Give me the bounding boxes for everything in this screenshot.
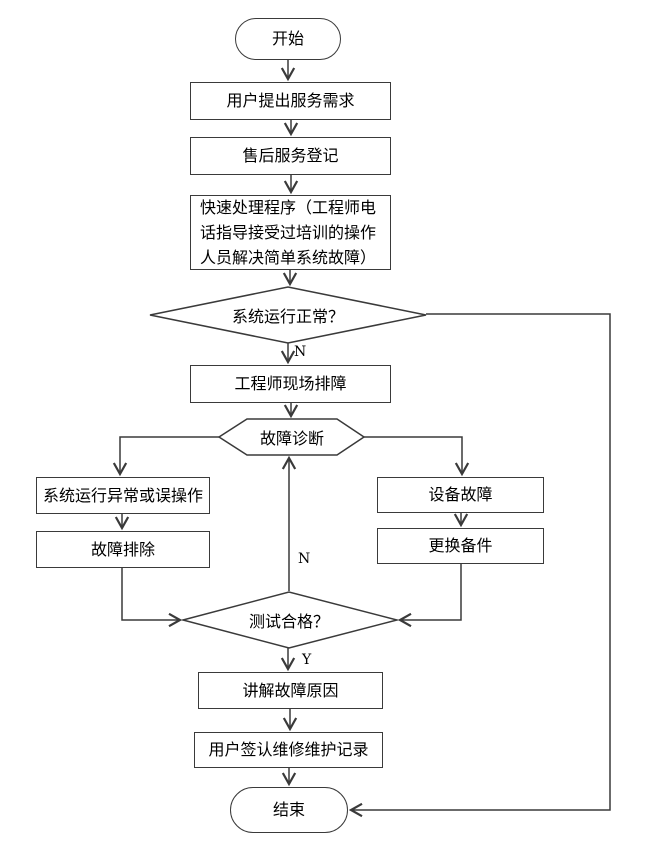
node-system-abnormal: 系统运行异常或误操作 <box>36 477 210 514</box>
decision-test-ok-shape <box>180 591 400 649</box>
edge-systemok-yes-to-end <box>348 313 611 818</box>
node-onsite-troubleshoot: 工程师现场排障 <box>190 365 391 403</box>
edge-label-test-ok-yes: Y <box>302 652 312 668</box>
node-decision-test-ok-label: 测试合格？ <box>248 612 329 631</box>
node-user-request: 用户提出服务需求 <box>190 82 391 120</box>
node-end: 结束 <box>230 787 348 833</box>
node-fault-eliminate: 故障排除 <box>36 531 210 568</box>
preparation-diagnose-shape <box>217 418 366 456</box>
edge-diagnose-to-abnormal <box>112 436 219 477</box>
edge-diagnose-to-equipfault <box>364 436 470 477</box>
node-replace-parts: 更换备件 <box>377 528 544 564</box>
node-equipment-fault: 设备故障 <box>377 477 544 513</box>
node-service-register: 售后服务登记 <box>190 137 391 175</box>
edge-replace-to-testok <box>397 564 462 628</box>
node-decision-system-ok-label: 系统运行正常？ <box>231 307 344 326</box>
node-user-sign-record: 用户签认维修维护记录 <box>194 732 383 768</box>
node-quick-procedure: 快速处理程序（工程师电话指导接受过培训的操作人员解决简单系统故障） <box>190 195 391 270</box>
edge-label-system-ok-no: N <box>294 344 307 360</box>
node-start: 开始 <box>235 18 341 60</box>
node-explain-cause: 讲解故障原因 <box>198 672 383 709</box>
edge-label-test-ok-no: N <box>298 551 311 567</box>
decision-system-ok-shape <box>149 286 427 344</box>
node-fault-diagnosis-label: 故障诊断 <box>259 429 324 448</box>
edge-eliminate-to-testok <box>121 568 183 628</box>
